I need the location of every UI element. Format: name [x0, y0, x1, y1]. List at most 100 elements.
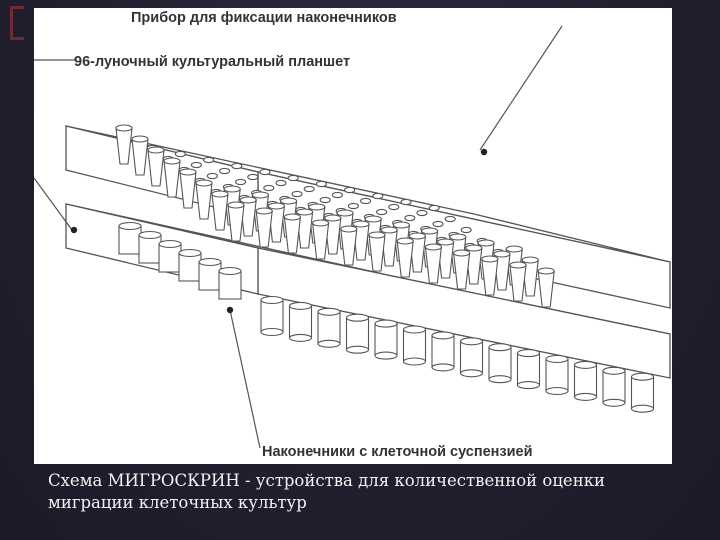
leader-line-top — [479, 25, 563, 151]
hole — [319, 196, 331, 204]
pipette-tip — [493, 250, 511, 291]
diagram-figure: Прибор для фиксации наконечников 96-луно… — [34, 8, 672, 464]
well-bottom — [345, 345, 370, 354]
well-bottom — [545, 386, 569, 396]
well — [218, 270, 242, 300]
hole — [376, 208, 388, 216]
hole — [347, 202, 359, 210]
pipette-tip — [465, 244, 483, 285]
tip-rim — [505, 245, 523, 253]
tip-body — [452, 252, 471, 290]
pipette-tips — [115, 124, 555, 308]
well — [459, 340, 484, 374]
well-rim — [198, 257, 222, 267]
hole — [275, 179, 287, 187]
tip-rim — [364, 215, 382, 223]
tip-rim — [163, 157, 181, 165]
tip-body — [283, 216, 302, 254]
pipette-tip — [352, 220, 370, 261]
well — [630, 376, 655, 410]
tip-body — [481, 258, 499, 296]
tip-rim — [521, 256, 539, 264]
slide-corner-bracket — [10, 6, 24, 40]
well — [178, 252, 202, 282]
hole — [235, 178, 247, 186]
tip-body — [537, 270, 555, 308]
well — [138, 234, 162, 264]
well-rim — [431, 331, 455, 340]
hole — [247, 173, 259, 181]
well-rim — [602, 366, 626, 375]
tip-rim — [537, 267, 555, 275]
hole — [174, 150, 186, 158]
tip-rim — [421, 227, 439, 235]
pipette-tip — [324, 214, 342, 255]
well-rim — [402, 325, 427, 334]
well-bottom — [516, 381, 541, 390]
well-bottom — [374, 351, 398, 360]
pipette-tip — [283, 213, 302, 254]
hole — [432, 220, 444, 228]
hole — [404, 214, 416, 222]
pipette-tip — [239, 196, 257, 237]
hole — [291, 190, 303, 198]
hole — [444, 215, 456, 223]
pipette-tip — [424, 243, 443, 284]
well-rim — [488, 343, 512, 352]
slide-caption: Схема МИГРОСКРИН - устройства для количе… — [48, 470, 698, 514]
tip-rim — [380, 226, 398, 234]
well-rim — [118, 221, 142, 231]
tip-rim — [437, 238, 455, 246]
tip-body — [255, 210, 273, 248]
tip-rim — [453, 249, 471, 257]
pipette-tip — [131, 135, 149, 176]
tip-rim — [179, 168, 197, 176]
label-culture-plate: 96-луночный культуральный планшет — [74, 54, 350, 70]
pipette-tip — [255, 207, 273, 248]
well-bottom — [431, 363, 455, 372]
tip-rim — [280, 197, 298, 205]
well-bottom — [402, 357, 427, 366]
well-bottom — [602, 398, 626, 407]
marker-dot-tips — [226, 306, 234, 314]
tip-rim — [308, 203, 326, 211]
hole — [203, 156, 215, 164]
label-tips: Наконечники с клеточной суспензией — [262, 444, 533, 460]
tip-body — [311, 222, 330, 260]
hole — [231, 162, 243, 170]
well-rim — [288, 301, 313, 310]
pipette-tip — [521, 256, 539, 297]
well-bottom — [260, 327, 284, 337]
tip-rim — [340, 225, 358, 233]
well — [260, 299, 284, 333]
pipette-tip — [195, 179, 213, 220]
tip-rim — [239, 196, 257, 204]
tip-body — [509, 264, 527, 302]
pipette-tip — [408, 232, 427, 273]
marker-dot-holder — [480, 148, 488, 156]
well — [488, 346, 512, 380]
well — [602, 370, 626, 404]
pipette-tip — [481, 255, 499, 296]
pipette-tip — [115, 124, 133, 165]
leader-line-tips — [229, 309, 261, 449]
pipette-tip — [452, 249, 471, 290]
migroscreen-diagram: Прибор для фиксации наконечников 96-луно… — [34, 10, 671, 460]
well-rim — [516, 349, 541, 358]
well — [431, 334, 455, 368]
hole — [344, 186, 356, 194]
pipette-tip — [396, 237, 414, 278]
tip-rim — [195, 179, 213, 187]
label-tip-holder: Прибор для фиксации наконечников — [131, 10, 397, 26]
hole — [400, 198, 412, 206]
well-bottom — [573, 392, 598, 401]
well-rim — [260, 295, 284, 305]
well-bottom — [288, 333, 313, 342]
well-bottom — [488, 375, 512, 384]
hole — [287, 174, 299, 182]
leader-lines — [34, 25, 563, 449]
well-rim — [158, 239, 182, 249]
tip-rim — [312, 219, 330, 227]
well-rim — [178, 248, 202, 258]
well-rim — [345, 313, 370, 322]
